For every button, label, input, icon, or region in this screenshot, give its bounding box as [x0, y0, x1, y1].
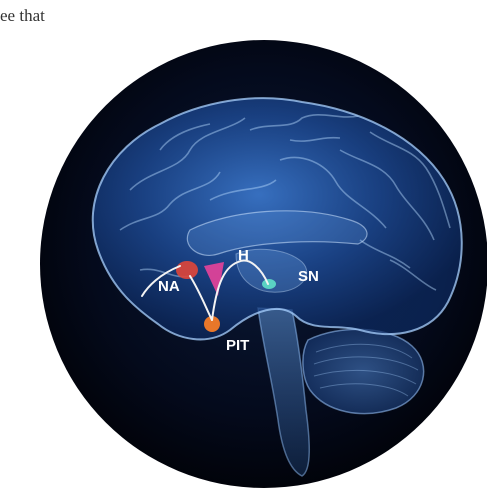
- brain-figure: NA H SN PIT: [40, 40, 487, 488]
- brain-diagram: NA H SN PIT: [40, 40, 487, 488]
- cerebellum: [303, 329, 424, 413]
- label-sn: SN: [298, 268, 319, 285]
- text-fragment: ee that: [0, 6, 45, 26]
- label-na: NA: [158, 278, 180, 295]
- label-h: H: [238, 247, 249, 264]
- nucleus-accumbens-region: [176, 261, 198, 279]
- label-pit: PIT: [226, 337, 249, 354]
